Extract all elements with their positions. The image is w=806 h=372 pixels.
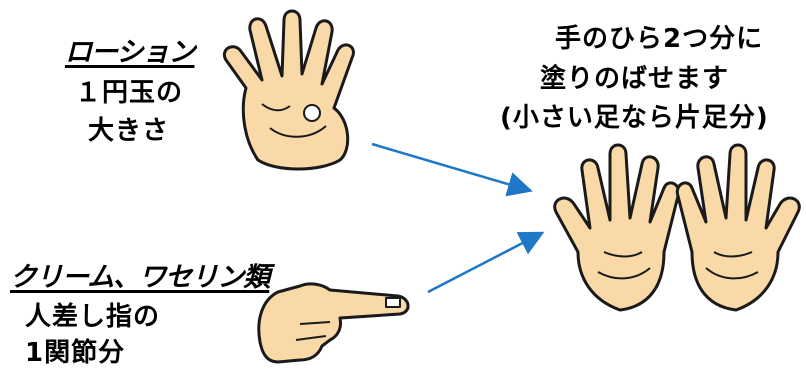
arrow-from-cream: [427, 231, 545, 294]
lotion-amount-line-1: １円玉の: [75, 78, 184, 108]
cream-amount-line-1: 人差し指の: [25, 302, 161, 332]
cream-amount-line-2: 1関節分: [25, 338, 126, 368]
lotion-heading: ローション: [65, 37, 195, 68]
result-line-3: (小さい足なら片足分): [500, 103, 769, 133]
result-line-2: 塗りのばせます: [540, 64, 730, 94]
lotion-amount-line-2: 大きさ: [88, 116, 170, 146]
pointing-finger-icon: [257, 282, 410, 364]
open-palm-with-coin-icon: [223, 9, 355, 171]
arrow-from-lotion: [371, 142, 533, 197]
cream-heading: クリーム、ワセリン類: [10, 262, 270, 293]
two-open-palms-icon: [553, 143, 801, 312]
result-line-1: 手のひら2つ分に: [555, 24, 764, 54]
